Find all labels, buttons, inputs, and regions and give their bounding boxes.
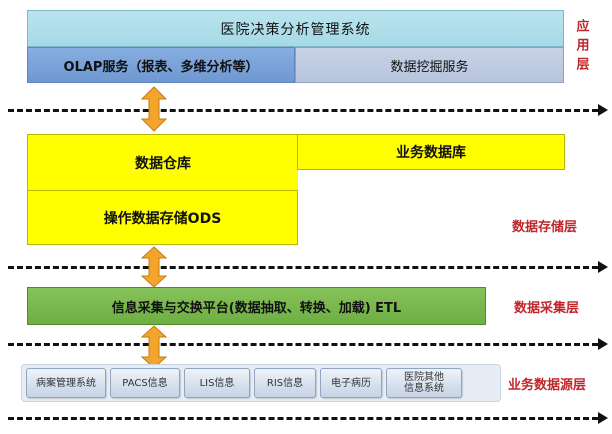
data-warehouse-box: 数据仓库 (27, 134, 298, 190)
double-headed-arrow-icon (141, 246, 167, 288)
source-layer-label: 业务数据源层 (508, 378, 587, 393)
double-headed-arrow-icon (141, 325, 167, 369)
dashed-separator (8, 417, 598, 420)
ods-box: 操作数据存储ODS (27, 190, 298, 245)
olap-service-box: OLAP服务（报表、多维分析等） (27, 47, 295, 83)
dashed-separator-arrow-icon (598, 412, 608, 424)
business-database-box: 业务数据库 (297, 134, 565, 170)
dashed-separator-arrow-icon (598, 104, 608, 116)
data-mining-box: 数据挖掘服务 (295, 47, 564, 83)
system-title-box: 医院决策分析管理系统 (27, 10, 564, 47)
dashed-separator (8, 266, 598, 269)
application-layer-label: 应用层 (573, 18, 589, 76)
collection-layer-label: 数据采集层 (514, 301, 580, 316)
dashed-separator-arrow-icon (598, 261, 608, 273)
source-item: PACS信息 (110, 368, 180, 398)
double-headed-arrow-icon (141, 86, 167, 132)
dashed-separator-arrow-icon (598, 338, 608, 350)
dashed-separator (8, 109, 598, 112)
source-item: 病案管理系统 (26, 368, 106, 398)
storage-layer-label: 数据存储层 (512, 220, 578, 235)
source-item: 电子病历 (320, 368, 382, 398)
source-item: RIS信息 (254, 368, 316, 398)
etl-platform-box: 信息采集与交换平台(数据抽取、转换、加载) ETL (27, 287, 486, 325)
source-item: 医院其他 信息系统 (386, 368, 462, 398)
dashed-separator (8, 343, 598, 346)
source-item: LIS信息 (184, 368, 250, 398)
